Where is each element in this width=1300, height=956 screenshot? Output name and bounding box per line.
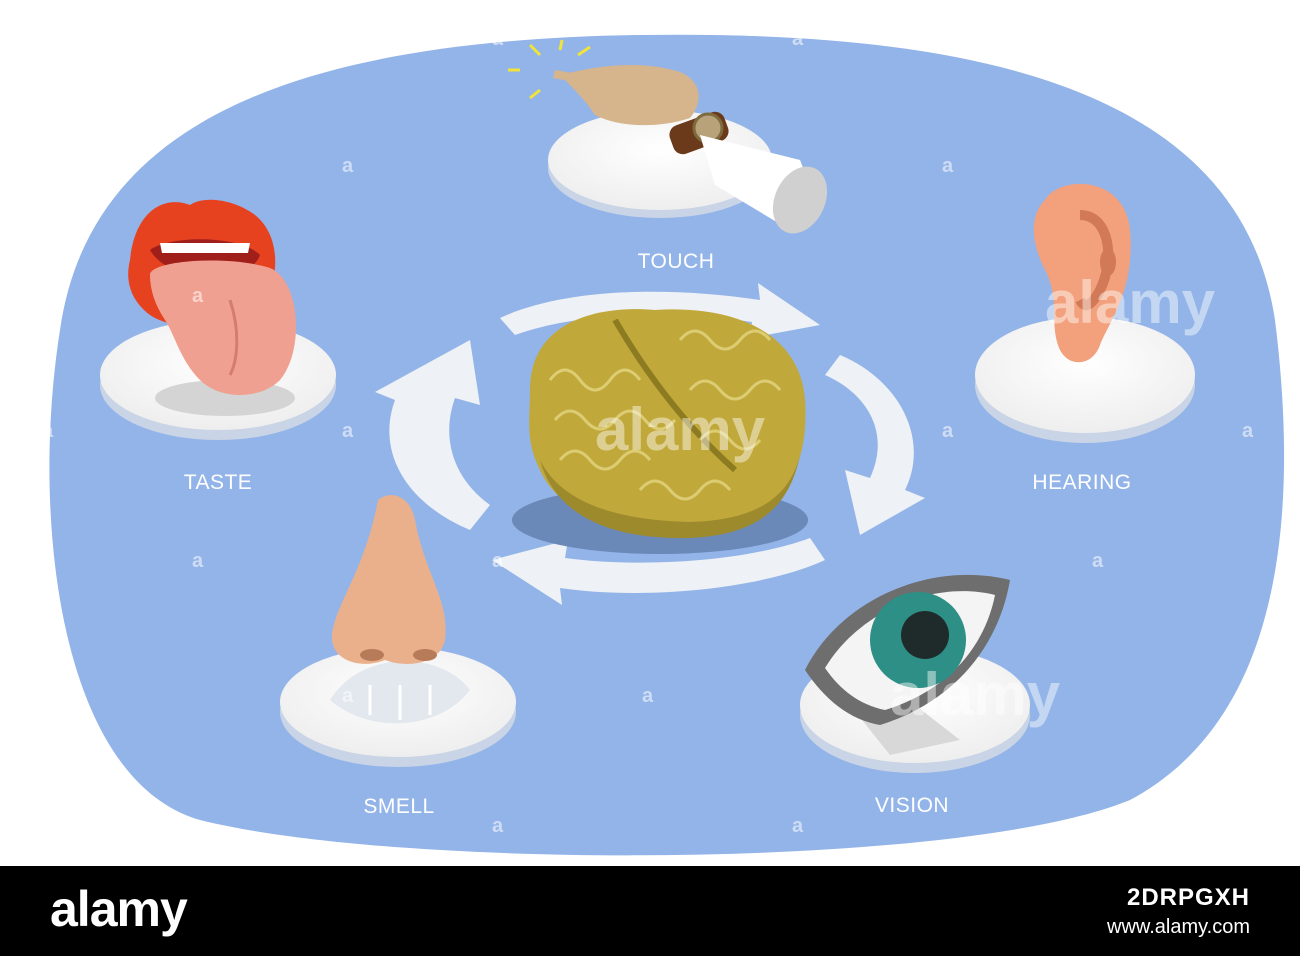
watermark-mark: a [42, 420, 54, 442]
watermark-logo: alamy [890, 661, 1061, 728]
hearing-label: HEARING [1032, 471, 1132, 494]
watermark-mark: a [492, 28, 504, 50]
watermark-logo: alamy [1045, 269, 1216, 336]
taste-label: TASTE [183, 471, 253, 494]
hand-icon [553, 64, 828, 234]
five-senses-diagram: TOUCH HEARING VISION SMELL TASTE a a a a… [42, 28, 1285, 856]
vision-label: VISION [874, 794, 950, 817]
footer-bar: alamy 2DRPGXH www.alamy.com [0, 866, 1300, 956]
watermark-mark: a [792, 815, 804, 837]
watermark-mark: a [342, 420, 354, 442]
watermark-mark: a [942, 420, 954, 442]
watermark-mark: a [192, 285, 204, 307]
eye-icon [805, 574, 1010, 725]
watermark-mark: a [942, 155, 954, 177]
footer-meta: 2DRPGXH www.alamy.com [830, 884, 1250, 939]
hearing-group [975, 183, 1195, 443]
watermark-mark: a [1092, 550, 1104, 572]
watermark-mark: a [792, 28, 804, 50]
nose-icon [331, 495, 446, 664]
image-id: 2DRPGXH [1126, 884, 1250, 911]
touch-label: TOUCH [637, 250, 715, 273]
watermark-mark: a [492, 550, 504, 572]
arrow-left [375, 340, 490, 530]
brain-icon [512, 309, 808, 554]
watermark-mark: a [1242, 420, 1254, 442]
site-url: www.alamy.com [1107, 916, 1250, 938]
diagram-canvas [49, 34, 1285, 856]
watermark-mark: a [492, 815, 504, 837]
touch-spark-icon [508, 39, 591, 100]
alamy-logo: alamy [50, 881, 188, 937]
watermark-mark: a [342, 685, 354, 707]
arrow-bottom [492, 538, 825, 605]
ear-icon [1033, 183, 1131, 363]
watermark-mark: a [642, 685, 654, 707]
smell-label: SMELL [363, 795, 435, 818]
watermark-logo: alamy [595, 396, 766, 463]
taste-group [100, 199, 336, 440]
vision-group [800, 574, 1030, 773]
watermark-mark: a [192, 550, 204, 572]
touch-group [508, 39, 828, 234]
mouth-icon [128, 199, 297, 395]
arrow-right [825, 355, 925, 535]
smell-group [280, 495, 516, 767]
watermark-mark: a [342, 155, 354, 177]
